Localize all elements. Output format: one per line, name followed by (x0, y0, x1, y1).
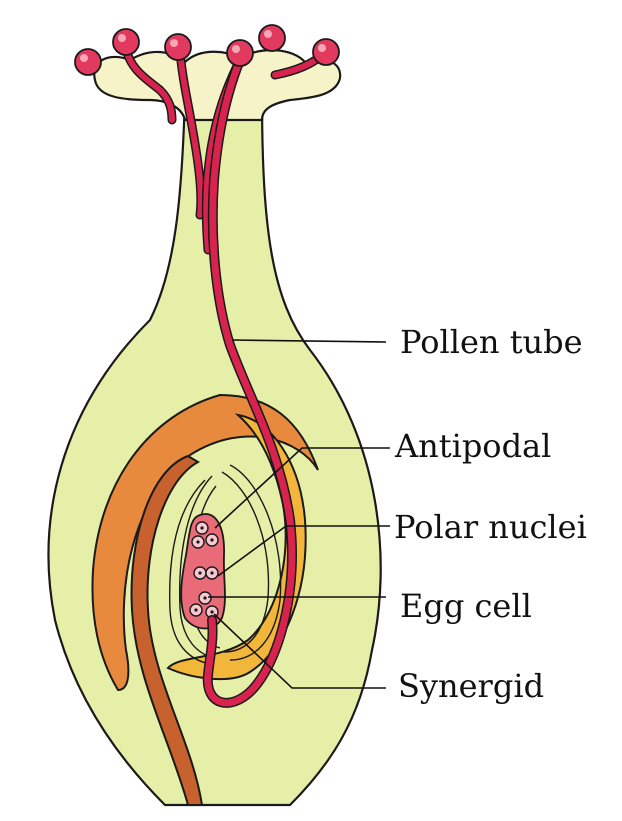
pollen-tube-long (204, 56, 296, 707)
label-polar-nuclei: Polar nuclei (394, 508, 587, 546)
pistil-body (47, 93, 382, 807)
antipodal-cells (191, 521, 219, 549)
label-antipodal: Antipodal (395, 427, 552, 465)
label-egg-cell: Egg cell (400, 587, 532, 625)
leader-polar-nuclei (217, 525, 390, 577)
pollen-grains (74, 24, 340, 76)
label-synergid: Synergid (398, 667, 545, 705)
pollen-tube-short-1-fill (123, 45, 175, 123)
leader-pollen-tube (231, 339, 387, 343)
nucellus-line-2 (221, 471, 270, 653)
leader-synergid (213, 613, 386, 689)
polar-nuclei (193, 566, 219, 580)
nucellus-line-3 (168, 479, 211, 665)
funicle (130, 454, 204, 806)
pollen-tube-short-2-fill (177, 47, 204, 218)
leader-antipodal (214, 447, 390, 529)
outer-integument (91, 393, 319, 692)
nucellus-line-4 (178, 475, 215, 659)
label-pollen-tube: Pollen tube (400, 323, 583, 361)
